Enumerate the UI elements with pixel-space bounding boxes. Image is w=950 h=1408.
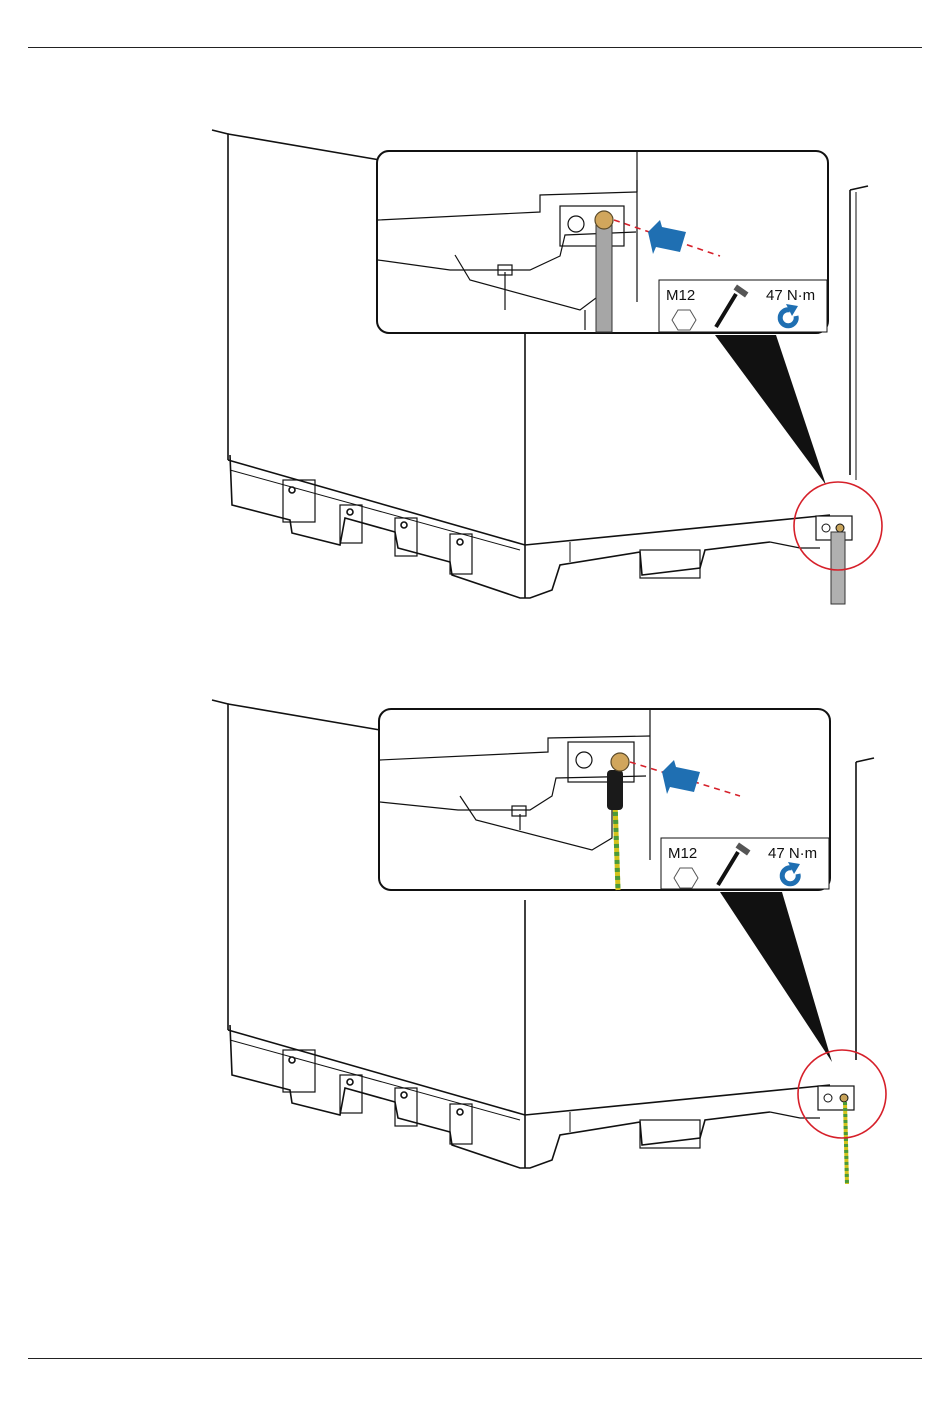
ground-bracket: [818, 1086, 854, 1110]
bolt-head: [595, 211, 613, 229]
cabinet-illustration: M12 47 N·m: [0, 690, 950, 1190]
torque-value-label: 47 N·m: [766, 287, 815, 304]
busbar-strip: [831, 532, 845, 604]
footer-rule: [28, 1358, 922, 1359]
header-rule: [28, 47, 922, 48]
callout-pointer: [715, 335, 826, 485]
detail-callout: M12 47 N·m: [377, 151, 828, 333]
bolt-size-label: M12: [668, 845, 697, 862]
busbar: [596, 216, 612, 332]
bolt-head: [611, 753, 629, 771]
cable-lug-sleeve: [607, 770, 623, 810]
callout-pointer: [720, 892, 832, 1062]
cabinet-illustration: M12 47 N·m: [0, 120, 950, 620]
detail-callout: M12 47 N·m: [379, 709, 830, 890]
figure-grounding-cable: M12 47 N·m: [0, 690, 950, 1190]
torque-value-label: 47 N·m: [768, 845, 817, 862]
bolt-size-label: M12: [666, 287, 695, 304]
figure-grounding-busbar: M12 47 N·m: [0, 120, 950, 620]
